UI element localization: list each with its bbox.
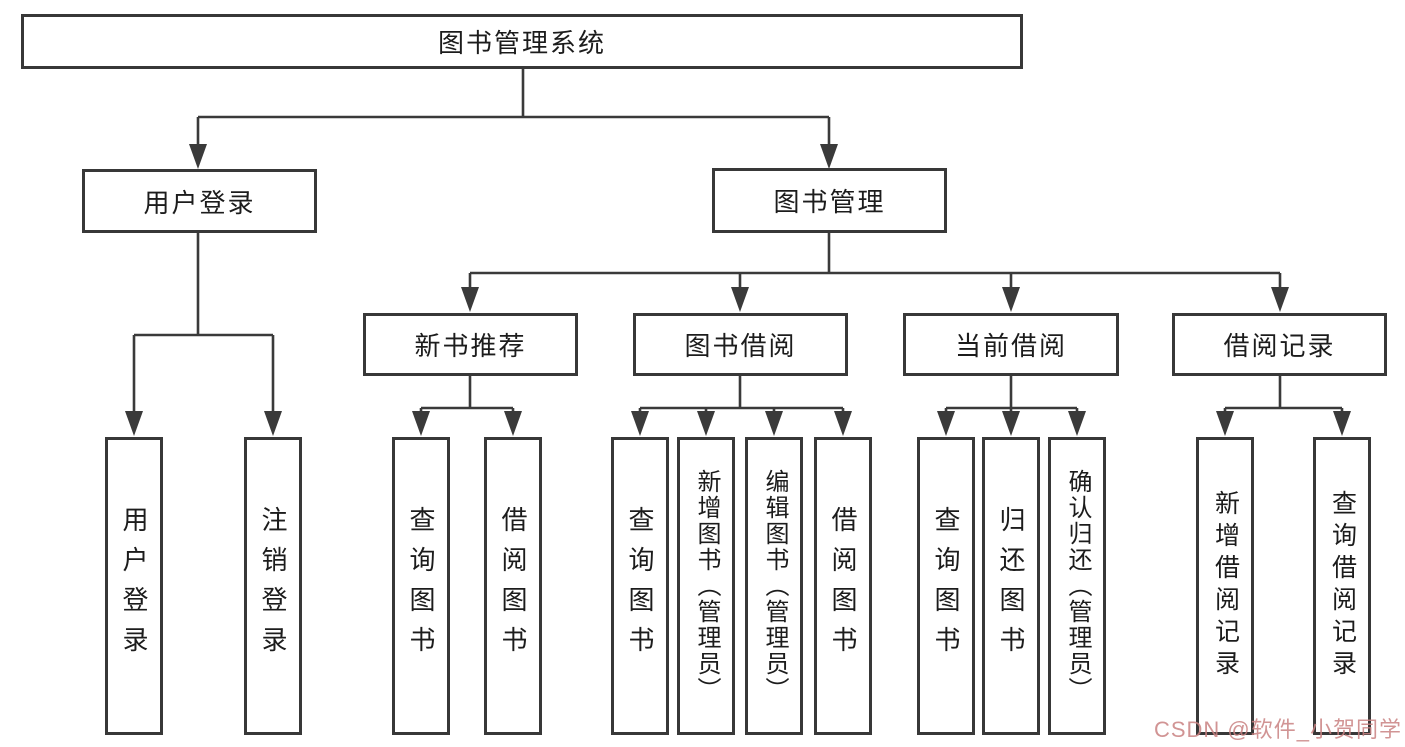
leaf-borrow-books-label: 借阅图书 <box>828 506 858 666</box>
leaf-user-login: 用户登录 <box>105 437 163 735</box>
leaf-query-books-borrow-label: 查询图书 <box>625 506 655 666</box>
leaf-query-borrow-record-label: 查询借阅记录 <box>1328 490 1357 682</box>
node-book-borrow-label: 图书借阅 <box>684 331 797 361</box>
leaf-logout: 注销登录 <box>244 437 302 735</box>
csdn-watermark: CSDN @软件_小贺同学 <box>1153 717 1402 742</box>
leaf-query-books-current: 查询图书 <box>917 437 975 735</box>
leaf-add-books-admin: 新增图书（管理员） <box>677 437 735 735</box>
leaf-user-login-label: 用户登录 <box>119 506 149 666</box>
node-current-borrow: 当前借阅 <box>903 313 1119 376</box>
leaf-edit-books-admin-label: 编辑图书（管理员） <box>761 469 788 703</box>
leaf-add-books-admin-label: 新增图书（管理员） <box>693 469 720 703</box>
leaf-query-borrow-record: 查询借阅记录 <box>1313 437 1371 735</box>
node-book-borrow: 图书借阅 <box>633 313 848 376</box>
leaf-borrow-books-recommend: 借阅图书 <box>484 437 542 735</box>
leaf-borrow-books: 借阅图书 <box>814 437 872 735</box>
node-current-borrow-label: 当前借阅 <box>954 331 1067 361</box>
node-root-label: 图书管理系统 <box>437 28 606 58</box>
leaf-return-books: 归还图书 <box>982 437 1040 735</box>
node-root: 图书管理系统 <box>21 14 1023 69</box>
leaf-add-borrow-record-label: 新增借阅记录 <box>1211 490 1240 682</box>
leaf-edit-books-admin: 编辑图书（管理员） <box>745 437 803 735</box>
leaf-add-borrow-record: 新增借阅记录 <box>1196 437 1254 735</box>
leaf-query-books-recommend-label: 查询图书 <box>406 506 436 666</box>
node-new-book-recommend: 新书推荐 <box>363 313 578 376</box>
leaf-confirm-return-admin: 确认归还（管理员） <box>1048 437 1106 735</box>
leaf-query-books-borrow: 查询图书 <box>611 437 669 735</box>
node-user-login-label: 用户登录 <box>143 187 256 218</box>
node-book-management-label: 图书管理 <box>773 187 886 217</box>
leaf-return-books-label: 归还图书 <box>996 506 1026 666</box>
node-borrow-records-label: 借阅记录 <box>1223 331 1336 361</box>
leaf-confirm-return-admin-label: 确认归还（管理员） <box>1064 469 1091 703</box>
node-new-book-recommend-label: 新书推荐 <box>414 331 527 361</box>
leaf-query-books-current-label: 查询图书 <box>931 506 961 666</box>
node-book-management: 图书管理 <box>712 168 947 233</box>
node-borrow-records: 借阅记录 <box>1172 313 1387 376</box>
leaf-query-books-recommend: 查询图书 <box>392 437 450 735</box>
node-user-login: 用户登录 <box>82 169 317 233</box>
leaf-logout-label: 注销登录 <box>258 506 288 666</box>
leaf-borrow-books-recommend-label: 借阅图书 <box>498 506 528 666</box>
